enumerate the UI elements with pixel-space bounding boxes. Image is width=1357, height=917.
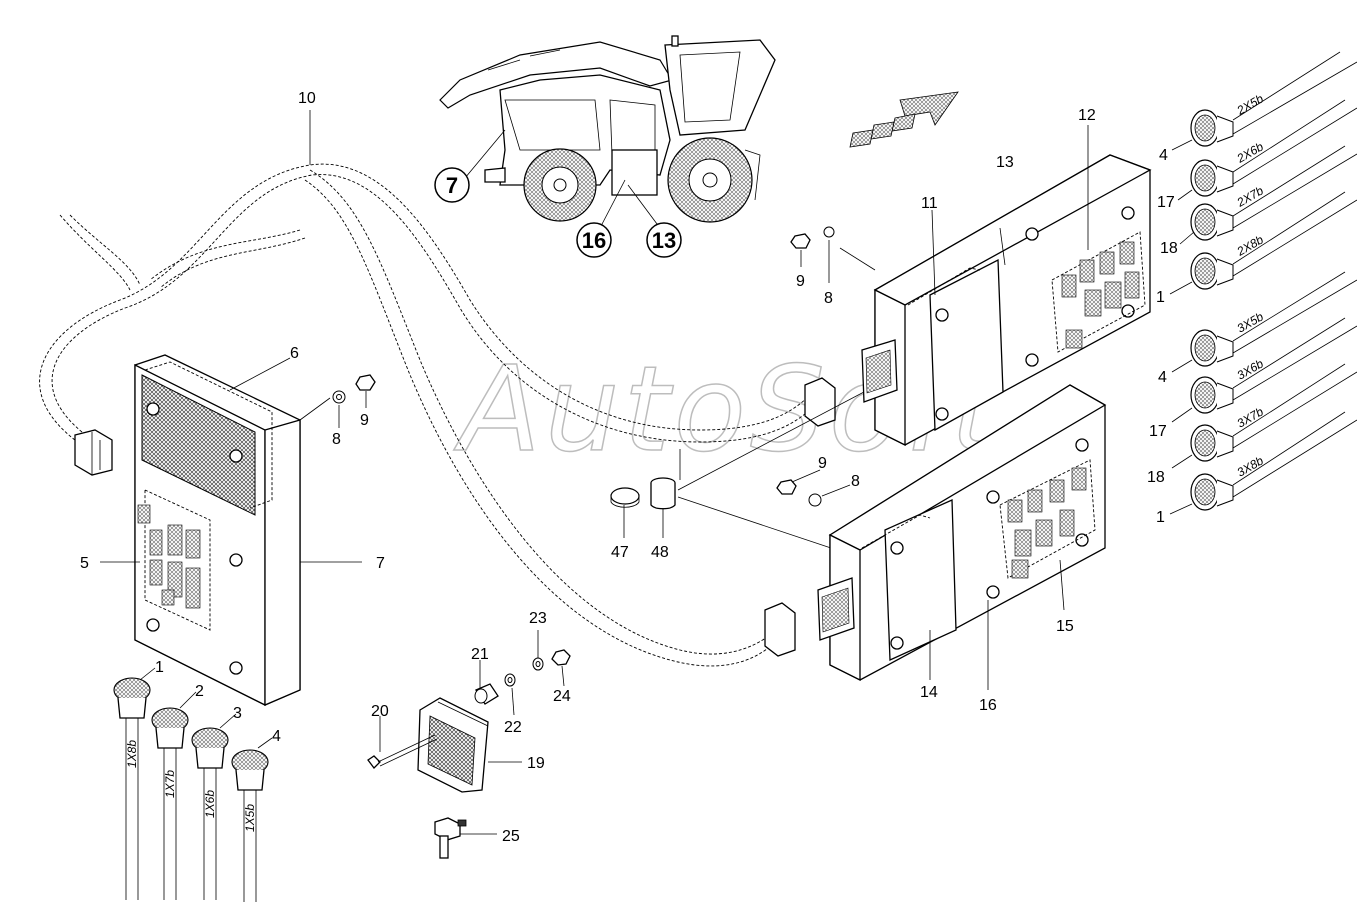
label-47: 47: [611, 544, 629, 561]
tag-3x8b: 3X8b: [1235, 453, 1267, 479]
tag-1x7b: 1X7b: [163, 770, 177, 798]
washer-22: [504, 673, 516, 716]
label-18b: 18: [1147, 469, 1165, 486]
label-9a: 9: [796, 273, 805, 290]
label-4c: 4: [1158, 369, 1167, 386]
tag-3x5b: 3X5b: [1235, 309, 1267, 335]
lower-control-unit: [817, 384, 1107, 690]
sleeve-48: [650, 449, 681, 538]
label-6: 6: [290, 345, 299, 362]
label-3: 3: [233, 705, 242, 722]
label-10: 10: [298, 90, 316, 107]
tag-2x5b: 2X5b: [1234, 91, 1266, 118]
right-connectors: [1169, 51, 1357, 515]
label-1b: 1: [1156, 289, 1165, 306]
tag-1x5b: 1X5b: [243, 804, 257, 832]
label-1c: 1: [1156, 509, 1165, 526]
tag-2x8b: 2X8b: [1234, 232, 1266, 259]
label-2: 2: [195, 683, 204, 700]
label-21: 21: [471, 646, 489, 663]
label-48: 48: [651, 544, 669, 561]
relay-area-12: [1051, 231, 1146, 353]
relay-area-15: [999, 459, 1096, 579]
cable-harness: [39, 110, 836, 667]
label-8a: 8: [824, 290, 833, 307]
fuse-block: [137, 489, 211, 631]
bottom-left-connectors: [113, 667, 273, 902]
label-12: 12: [1078, 107, 1096, 124]
callout-16: 16: [576, 222, 612, 258]
label-4b: 4: [1159, 147, 1168, 164]
label-19: 19: [527, 755, 545, 772]
harvester-illustration: [439, 35, 776, 229]
connector-25: [434, 817, 497, 859]
label-25: 25: [502, 828, 520, 845]
label-18a: 18: [1160, 240, 1178, 257]
part-labels: 10 12 13 11 9 8 6 8 9 5 7 9 8 47 48 15 1…: [80, 90, 1178, 845]
front-wheel: [523, 148, 597, 222]
tag-1x6b: 1X6b: [203, 790, 217, 818]
label-17b: 17: [1149, 423, 1167, 440]
label-16: 16: [979, 697, 997, 714]
svg-text:7: 7: [446, 173, 458, 198]
label-13: 13: [996, 154, 1014, 171]
label-5: 5: [80, 555, 89, 572]
upper-control-unit: [839, 125, 1152, 447]
label-11: 11: [921, 195, 938, 212]
label-14: 14: [920, 684, 938, 701]
label-20: 20: [371, 703, 389, 720]
label-9c: 9: [818, 455, 827, 472]
tag-2x7b: 2X7b: [1234, 183, 1266, 210]
label-22: 22: [504, 719, 522, 736]
label-24: 24: [553, 688, 571, 705]
label-8b: 8: [332, 431, 341, 448]
tag-3x7b: 3X7b: [1235, 404, 1267, 430]
washer-nut-left: [332, 374, 376, 428]
label-4a: 4: [272, 728, 281, 745]
label-23: 23: [529, 610, 547, 627]
callout-7: 7: [434, 167, 470, 203]
tag-3x6b: 3X6b: [1235, 356, 1267, 382]
washer-23: [532, 630, 544, 671]
svg-text:16: 16: [582, 228, 606, 253]
nut-24: [551, 649, 571, 687]
screw-20: [367, 716, 438, 769]
washer-nut-upper: [790, 226, 835, 283]
label-15: 15: [1056, 618, 1074, 635]
cap-47: [610, 487, 640, 538]
small-module-19: [417, 697, 522, 793]
direction-arrow-icon: [849, 91, 959, 148]
label-1a: 1: [155, 659, 164, 676]
left-control-unit: [100, 354, 362, 707]
label-7: 7: [376, 555, 385, 572]
svg-text:13: 13: [652, 228, 676, 253]
washer-nut-lower: [776, 469, 851, 507]
tag-1x8b: 1X8b: [125, 740, 139, 768]
spacer-21: [474, 660, 499, 705]
tag-2x6b: 2X6b: [1234, 139, 1266, 166]
rear-wheel: [667, 137, 753, 223]
label-17a: 17: [1157, 194, 1175, 211]
label-8c: 8: [851, 473, 860, 490]
label-9b: 9: [360, 412, 369, 429]
callout-13: 13: [646, 222, 682, 258]
